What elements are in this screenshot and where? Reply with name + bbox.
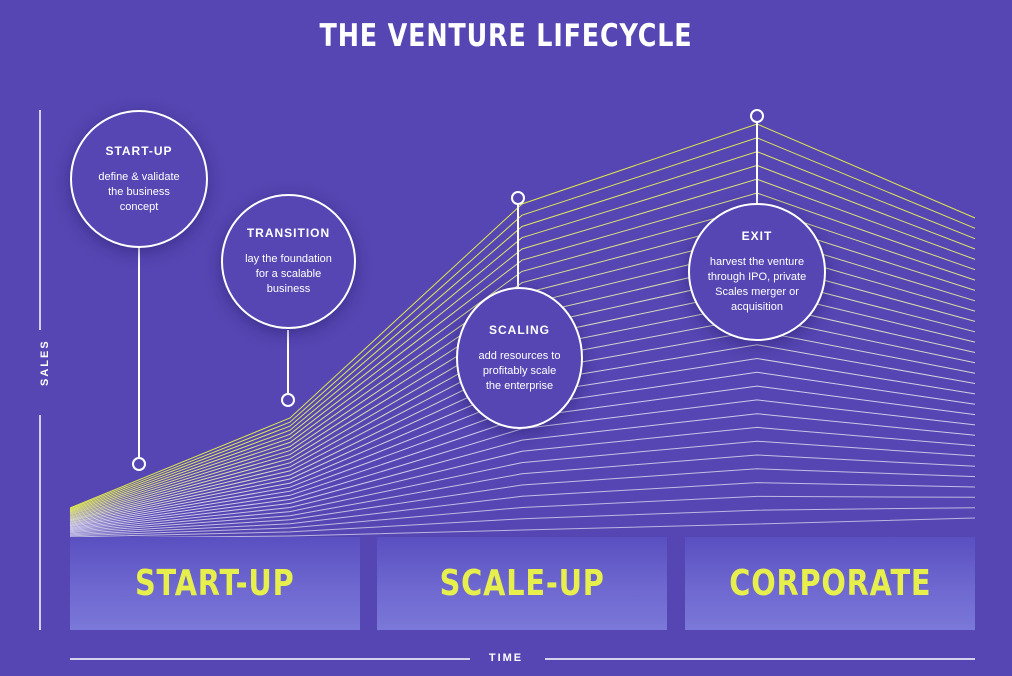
milestone-exit-description: harvest the venture through IPO, private… [707, 256, 807, 313]
curve-line [69, 440, 976, 533]
curve-line [69, 507, 976, 538]
milestone-transition-heading: TRANSITION [246, 226, 331, 240]
curve-line [69, 192, 976, 514]
y-axis-label: SALES [39, 339, 51, 386]
startup-marker [132, 457, 146, 471]
exit-marker [750, 109, 764, 123]
curve-line [69, 206, 976, 515]
curve-line [69, 151, 976, 511]
x-axis-label: TIME [488, 652, 524, 664]
stage-scaleup-label: SCALE-UP [439, 563, 605, 604]
transition-marker [281, 393, 295, 407]
milestone-scaling-heading: SCALING [489, 322, 550, 337]
curve-line [69, 123, 976, 509]
stage-corporate-label: CORPORATE [728, 563, 932, 604]
curve-line [69, 413, 976, 531]
stage-startup-label: START-UP [135, 563, 295, 604]
stage-startup: START-UP [70, 537, 360, 630]
milestone-startup-bubble: START-UP define & validate the business … [70, 110, 208, 248]
page-title: THE VENTURE LIFECYCLE [319, 18, 693, 54]
curve-line [69, 517, 976, 539]
curve-line [69, 482, 976, 536]
curve-line [69, 495, 976, 537]
stage-corporate: CORPORATE [685, 537, 975, 630]
milestone-transition-description: lay the foundation for a scalable busine… [245, 253, 332, 295]
curve-line [69, 468, 976, 535]
milestone-exit-heading: EXIT [741, 229, 773, 243]
curve-line [69, 178, 976, 513]
milestone-scaling-bubble: SCALING add resources to profitably scal… [456, 287, 583, 429]
curve-line [69, 454, 976, 534]
milestone-startup-heading: START-UP [105, 143, 173, 158]
milestone-exit-bubble: EXIT harvest the venture through IPO, pr… [688, 203, 826, 341]
curve-line [69, 220, 976, 516]
stage-scaleup: SCALE-UP [377, 537, 667, 630]
scaling-marker [511, 191, 525, 205]
curve-line [69, 164, 976, 512]
curve-line [69, 137, 976, 510]
milestone-scaling-description: add resources to profitably scale the en… [478, 349, 561, 392]
milestone-startup-description: define & validate the business concept [98, 170, 180, 213]
curve-line [69, 426, 976, 532]
milestone-transition-bubble: TRANSITION lay the foundation for a scal… [221, 194, 356, 329]
